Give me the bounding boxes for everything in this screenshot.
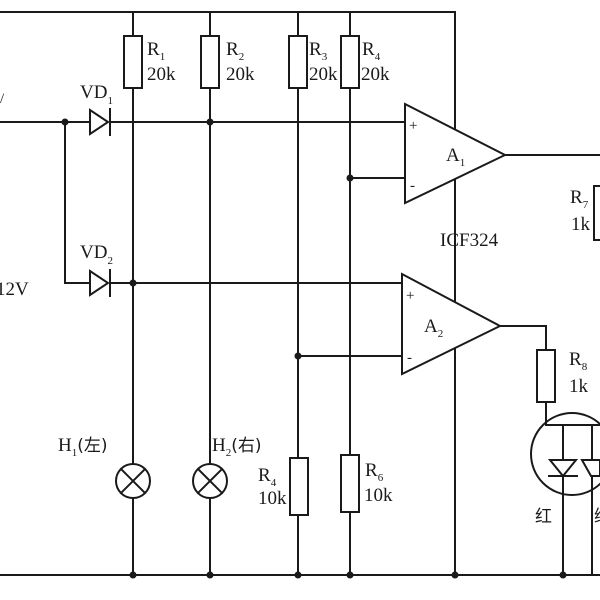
a1-label: A1	[446, 145, 465, 169]
ic-label: ICF324	[440, 230, 499, 251]
h2-label: H2(右)	[212, 435, 262, 459]
r3-value: 20k	[309, 64, 338, 85]
r1-label: R1	[147, 39, 165, 63]
resistor-r2	[200, 35, 220, 89]
vd1-label: VD1	[80, 82, 113, 107]
r2-value: 20k	[226, 64, 255, 85]
r8-label: R8	[569, 349, 588, 373]
lamp-h2	[192, 463, 228, 499]
r1-value: 20k	[147, 64, 176, 85]
led-red-label: 红	[535, 507, 552, 527]
resistor-r4-bottom	[289, 457, 309, 516]
resistor-r1	[123, 35, 143, 89]
r6-label: R6	[365, 460, 384, 484]
a2-label: A2	[424, 316, 443, 340]
a2-plus-pin: +	[406, 288, 414, 304]
r7-value: 1k	[571, 214, 591, 235]
diode-vd2	[89, 269, 111, 297]
r4-bottom-label: R4	[258, 465, 277, 489]
input-mark: /	[0, 91, 5, 107]
a1-minus-pin: -	[410, 178, 415, 194]
junction-dots	[61, 118, 567, 579]
r2-label: R2	[226, 39, 244, 63]
r6-value: 10k	[364, 485, 393, 506]
r7-label: R7	[570, 187, 589, 211]
r4-top-label: R4	[362, 39, 381, 63]
a2-minus-pin: -	[407, 350, 412, 366]
supply-voltage-label: 12V	[0, 279, 29, 300]
lamp-h1	[115, 463, 151, 499]
resistor-r7	[593, 185, 600, 241]
resistor-r4-top	[340, 35, 360, 89]
r3-label: R3	[309, 39, 328, 63]
a1-plus-pin: +	[409, 118, 417, 134]
vd2-label: VD2	[80, 242, 113, 267]
opamp-a1	[404, 102, 508, 205]
bicolor-led	[530, 412, 600, 576]
opamp-a2	[401, 272, 503, 376]
r4-bottom-value: 10k	[258, 488, 287, 509]
h1-label: H1(左)	[58, 435, 108, 459]
r4-top-value: 20k	[361, 64, 390, 85]
led-green-label: 绿	[594, 507, 600, 527]
r8-value: 1k	[569, 376, 589, 397]
resistor-r3	[288, 35, 308, 89]
wires	[0, 11, 600, 576]
resistor-r8	[536, 349, 556, 403]
resistor-r6	[340, 454, 360, 513]
diode-vd1	[89, 108, 111, 136]
